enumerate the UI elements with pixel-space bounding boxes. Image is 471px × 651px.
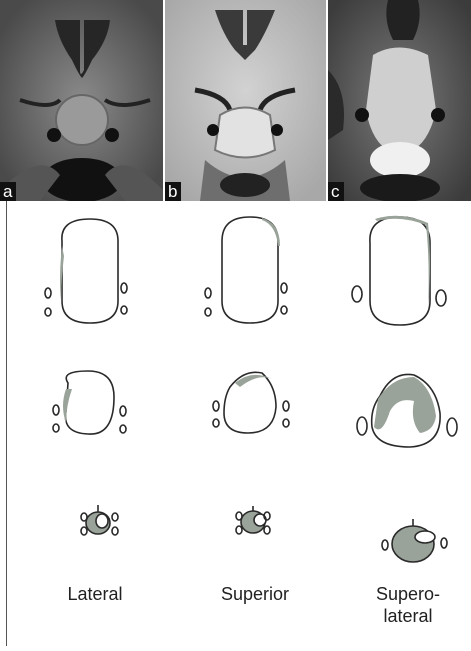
mri-panel-b: b xyxy=(165,0,326,201)
sketch-lateral-large xyxy=(45,219,127,323)
sketch-superior-large xyxy=(205,217,287,323)
mri-panel-c: c xyxy=(328,0,471,201)
panel-label-a: a xyxy=(0,182,16,201)
sketch-lateral-small xyxy=(81,505,118,535)
sketch-superolateral-medium xyxy=(357,374,457,447)
schematic-drawings xyxy=(0,201,471,646)
label-lateral-line1: Lateral xyxy=(45,583,145,605)
sketch-superior-medium xyxy=(213,372,289,433)
label-superolateral-line1: Supero- xyxy=(358,583,458,605)
sketch-lateral-medium xyxy=(53,371,126,434)
sketch-superior-small xyxy=(236,506,270,534)
mri-panel-a: a xyxy=(0,0,163,201)
label-superior-line1: Superior xyxy=(200,583,310,605)
sketch-superolateral-small xyxy=(382,519,447,562)
label-superolateral-line2: lateral xyxy=(358,605,458,627)
panel-label-b: b xyxy=(165,182,181,201)
label-superolateral: Supero- lateral xyxy=(358,583,458,627)
label-lateral: Lateral xyxy=(45,583,145,605)
panel-label-c: c xyxy=(328,182,344,201)
schematic-svg xyxy=(0,201,471,646)
label-superior: Superior xyxy=(200,583,310,605)
sketch-superolateral-large xyxy=(352,216,446,325)
